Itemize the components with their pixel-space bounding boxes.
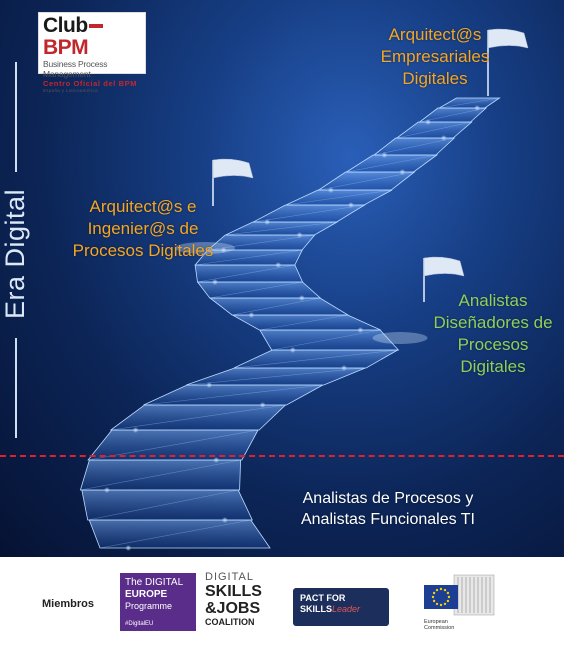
stair-landing xyxy=(372,332,428,344)
side-title: Era Digital xyxy=(0,188,30,320)
stair-glow-dot xyxy=(296,232,303,238)
stair-mesh-line xyxy=(99,519,251,549)
logo-tagline: Centro Oficial del BPM xyxy=(43,79,138,88)
stair-glow-dot xyxy=(259,402,266,408)
eu-star xyxy=(435,602,439,606)
stair-mesh-line xyxy=(396,121,472,139)
members-label: Miembros xyxy=(42,598,94,610)
stair-step xyxy=(373,137,456,156)
eu-flag-building-icon xyxy=(424,574,495,616)
flag xyxy=(423,256,465,277)
stair-glow-dot xyxy=(341,365,348,371)
eu-star xyxy=(435,588,439,592)
red-dashed-divider xyxy=(0,455,564,457)
stair-glow-dot xyxy=(264,219,271,225)
flag xyxy=(212,158,254,179)
stair-step xyxy=(345,154,439,173)
stair-mesh-line xyxy=(271,329,381,351)
stair-glow-dot xyxy=(248,312,255,318)
eu-star xyxy=(446,599,450,603)
side-line-bottom xyxy=(15,338,17,438)
eu-star xyxy=(439,587,443,591)
stair-glow-dot xyxy=(357,327,364,333)
footer-members-bar: Miembros The DIGITAL EUROPE Programme #D… xyxy=(0,557,564,664)
logo-brand-left: Club xyxy=(43,14,88,37)
eu-star xyxy=(432,599,436,603)
stair-step xyxy=(208,297,350,316)
stair-mesh-line xyxy=(439,97,500,109)
stair-step xyxy=(88,519,271,549)
logo-brand-right: BPM xyxy=(43,36,89,59)
stair-step xyxy=(418,107,488,123)
stair-glow-dot xyxy=(212,279,218,285)
stair-mesh-line xyxy=(207,234,315,251)
stair-glow-dot xyxy=(206,382,213,388)
eu-star xyxy=(443,602,447,606)
level-mid-left-label: Arquitect@s e Ingenier@s de Procesos Dig… xyxy=(72,197,214,260)
stair-step xyxy=(395,121,473,139)
stair-mesh-line xyxy=(87,489,239,521)
stair-glow-dot xyxy=(440,135,447,141)
stair-glow-dot xyxy=(298,295,305,301)
stair-mesh-line xyxy=(285,189,393,206)
stair-mesh-line xyxy=(346,154,437,173)
level-bottom-label: Analistas de Procesos y Analistas Funcio… xyxy=(300,490,475,528)
stair-glow-dot xyxy=(347,202,354,208)
stair-glow-dot xyxy=(125,545,132,551)
hero-banner: ClubBPM Business Process Management Cent… xyxy=(0,0,564,557)
stair-mesh-line xyxy=(186,367,366,386)
stair-mesh-line xyxy=(195,249,303,266)
stair-glow-dot xyxy=(327,187,334,193)
flags xyxy=(212,28,529,302)
stair-step xyxy=(81,489,253,521)
eu-star xyxy=(431,595,435,599)
stair-mesh-line xyxy=(259,314,348,331)
eu-star xyxy=(446,591,450,595)
stair-mesh-line xyxy=(209,281,303,299)
stair-glow-dot xyxy=(275,262,282,268)
stair-step xyxy=(230,314,381,331)
flag xyxy=(487,28,529,49)
stair-glow-dot xyxy=(425,119,432,125)
stair-mesh-line xyxy=(233,349,398,369)
stair-steps xyxy=(79,97,501,551)
stair-glow-dot xyxy=(103,487,110,493)
eu-star xyxy=(443,588,447,592)
stair-glow-dot xyxy=(132,427,139,433)
stair-step xyxy=(317,171,416,191)
logo-region: España y Latinoamérica xyxy=(43,88,98,93)
pact-for-skills-logo: PACT FOR SKILLSLeader xyxy=(293,588,389,626)
stair-mesh-line xyxy=(318,171,415,191)
stair-glow-dot xyxy=(220,247,227,253)
stair-glow-dot xyxy=(289,347,296,353)
stair-mesh-line xyxy=(419,107,487,123)
eu-star xyxy=(447,595,451,599)
stair-mesh-line xyxy=(253,204,365,223)
stair-landing xyxy=(175,242,235,254)
stair-mesh-line xyxy=(110,404,286,431)
stair-glow-dot xyxy=(399,169,406,175)
eu-star xyxy=(432,591,436,595)
side-line-top xyxy=(15,62,17,172)
stair-glow-dot xyxy=(221,517,228,523)
stair-mesh-line xyxy=(80,459,241,491)
stair-glow-dot xyxy=(213,457,220,463)
staircase-illustration xyxy=(79,28,529,551)
stair-glow-dot xyxy=(381,152,388,158)
digital-europe-logo: The DIGITAL EUROPE Programme #DigitalEU xyxy=(120,573,196,631)
stair-step xyxy=(437,97,501,109)
stair-mesh-line xyxy=(143,384,323,406)
level-mid-right-label: Analistas Diseñadores de Procesos Digita… xyxy=(433,291,553,376)
eu-star xyxy=(439,603,443,607)
club-bpm-logo: ClubBPM Business Process Management Cent… xyxy=(38,12,146,93)
stair-mesh-line xyxy=(374,137,455,156)
stair-mesh-line xyxy=(225,221,338,236)
skills-jobs-coalition-logo: DIGITAL SKILLS &JOBS COALITION xyxy=(205,571,262,627)
stair-glow-dot xyxy=(474,105,481,111)
level-top-label: Arquitect@s Empresariales Digitales xyxy=(380,25,490,88)
stair-mesh-line xyxy=(232,297,321,316)
stair-step xyxy=(285,189,393,206)
logo-subtitle: Business Process Management xyxy=(43,59,108,79)
